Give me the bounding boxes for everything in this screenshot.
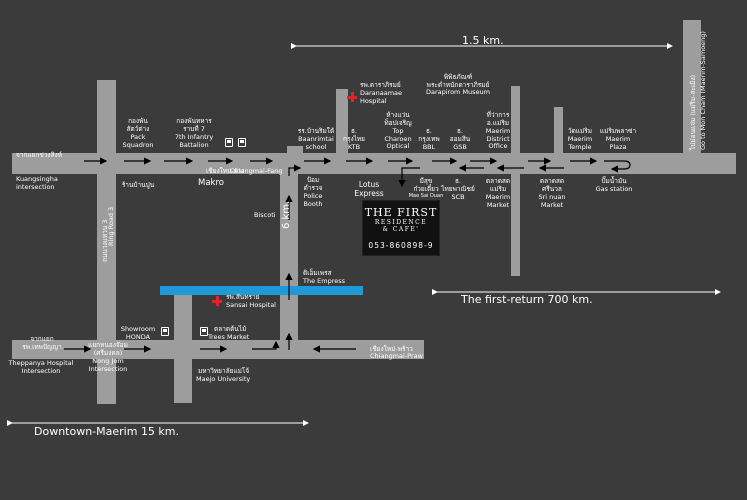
- place-infantry-th: กองพันทหาร ราบที่ 7: [176, 117, 212, 133]
- place-topcharoen: Top Charoen Optical: [384, 127, 412, 150]
- turn-arrow-the-first: [398, 167, 420, 188]
- place-plaza-th: แม่ริมพลาซ่า: [599, 127, 637, 135]
- place-pack-th: กองพัน สัตว์ต่าง: [126, 117, 150, 133]
- place-empress-th: ดิเอ็มเพรส: [303, 269, 332, 277]
- place-museum-th: พิพิธภัณฑ์ พระตำหนักดาราภิรมย์: [426, 73, 490, 89]
- place-maejo-th: มหาวิทยาลัยแม่โจ้: [198, 367, 250, 375]
- place-bankrong-th: ร้านบ้านปูน: [121, 181, 155, 189]
- place-nongjom: Nong Jom Intersection: [88, 357, 128, 373]
- gas-station-icon: [161, 327, 169, 336]
- place-showroom: Showroom HONDA: [120, 325, 156, 341]
- road-label-ring-road-th: ถนนวงแหวน 3: [101, 219, 109, 262]
- place-temple: Maerim Temple: [567, 135, 593, 151]
- place-sansai: Sansai Hospital: [226, 301, 276, 309]
- turn-arrow-soi-top: [288, 164, 302, 176]
- place-gas-th: ปั๊มน้ำมัน: [601, 177, 627, 185]
- place-baanrimtai: Baanrimtai school: [298, 135, 334, 151]
- place-maejo: Maejo University: [196, 375, 251, 383]
- road-label-chiangmai-praw: Chiangmai-Praw: [370, 352, 423, 360]
- place-biscoti: Biscoti: [254, 211, 276, 219]
- road-vertical-temple: [554, 107, 563, 155]
- road-vertical-maejo: [174, 287, 192, 403]
- place-district-th: ที่ว่าการ อ.แม่ริม: [486, 111, 510, 127]
- place-museum: Darapirom Museum: [425, 88, 491, 96]
- brand-title: THE FIRST: [364, 206, 438, 219]
- place-nongjom-th: แยกหนองจ๊อม (ศรีมงคล): [88, 341, 128, 357]
- place-maerim-market-th: ตลาดสด แม่ริม: [485, 177, 511, 193]
- brand-phone: 053-860898-9: [368, 241, 434, 250]
- place-kuang: Kuangsingha intersection: [16, 175, 58, 191]
- place-hospital: Daranaamae Hospital: [360, 89, 403, 105]
- place-police: Police Booth: [303, 192, 323, 208]
- brand-subtitle: RESIDENCE & CAFE': [374, 219, 428, 233]
- place-police-th: ป้อม ตำรวจ: [303, 176, 323, 192]
- gas-station-icon: [238, 138, 246, 147]
- hospital-icon: [347, 92, 357, 102]
- place-theppanya-th: จากแยก รพ.เทพปัญญา: [22, 335, 62, 351]
- road-vertical-hospital: [336, 89, 348, 155]
- place-district: Maerim District Office: [485, 127, 511, 150]
- hospital-icon: [212, 296, 222, 306]
- place-makro: Makro: [198, 178, 224, 188]
- place-baanrimtai-th: รร.บ้านริมใต้: [297, 127, 335, 135]
- place-topcharoen-th: ห้างแว่น ท็อปเจริญ: [384, 111, 412, 127]
- road-label-chiangmai-fang-th: เชียงใหม่-ฝาง: [206, 167, 245, 175]
- road-side-baanrimtai: [287, 146, 303, 156]
- place-pack: Pack Squadron: [122, 133, 154, 149]
- place-gsb: GSB: [453, 143, 467, 151]
- place-gas: Gas station: [595, 185, 633, 193]
- road-label-mon-cham-th: ไปม่อนแจ่ม (แม่ริม-สะเมิง): [689, 74, 697, 150]
- place-scb: SCB: [451, 193, 465, 201]
- distance-soi: 6 km.: [281, 200, 292, 229]
- road-mon-cham: [683, 20, 701, 155]
- road-label-mon-cham: Go to Mon Cham (Maerim-Samoeng): [699, 31, 707, 150]
- place-maesai: Mae Sai Duan: [408, 193, 444, 199]
- distance-downtown: Downtown-Maerim 15 km.: [34, 425, 180, 438]
- the-first-logo: THE FIRST RESIDENCE & CAFE' 053-860898-9: [362, 200, 440, 256]
- place-sri: Sri nuan Market: [538, 193, 566, 209]
- place-sansai-th: รพ.สันทราย: [226, 293, 260, 301]
- place-ktb: KTB: [347, 143, 361, 151]
- place-hospital-th: รพ.ดาราภิรมย์: [360, 81, 401, 89]
- place-bbl-th: ธ. กรุงเทพ: [418, 127, 440, 143]
- place-gsb-th: ธ. ออมสิน: [449, 127, 471, 143]
- place-theppanya: Theppanya Hospital Intersection: [8, 359, 74, 375]
- place-temple-th: วัดแม่ริม: [567, 127, 593, 135]
- road-label-chiangmai-praw-th: เชียงใหม่-พร้าว: [370, 345, 413, 353]
- place-plaza: Maerim Plaza: [605, 135, 631, 151]
- place-infantry: 7th Infantry Battalion: [174, 133, 214, 149]
- place-lotus: Lotus Express: [354, 180, 384, 198]
- road-soi-6km: [280, 153, 298, 359]
- place-scb-th: ธ. ไทยพาณิชย์: [441, 177, 475, 193]
- place-trees: Trees Market: [208, 333, 250, 341]
- place-empress: The Empress: [303, 277, 346, 285]
- gas-station-icon: [200, 327, 208, 336]
- road-label-chiangmai-fang: Chiangmai-Fang: [230, 167, 283, 175]
- place-sri-th: ตลาดสด ศรีนวล: [539, 177, 565, 193]
- place-trees-th: ตลาดต้นไม้: [214, 325, 247, 333]
- place-ktb-th: ธ. กรุงไทย: [343, 127, 365, 143]
- place-bbl: BBL: [422, 143, 436, 151]
- u-turn-arrow: [604, 160, 631, 173]
- turn-arrow-praw: [252, 340, 280, 350]
- distance-return: The first-return 700 km.: [461, 293, 593, 306]
- place-kuang-th: จากแยกข่วงสิงห์: [16, 151, 63, 159]
- gas-station-icon: [225, 138, 233, 147]
- distance-top: 1.5 km.: [462, 34, 504, 47]
- place-maerim-market: Maerim Market: [485, 193, 511, 209]
- place-maesai-th: มีสุข ก๋วยเตี๋ยว: [413, 177, 439, 193]
- canal: [160, 286, 363, 295]
- road-vertical-museum: [511, 86, 520, 276]
